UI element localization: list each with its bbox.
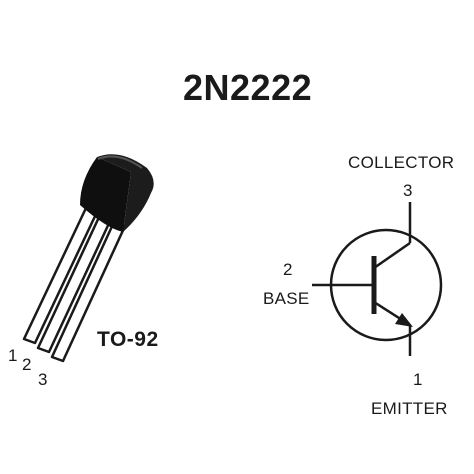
part-number-title: 2N2222 — [183, 67, 313, 108]
body-flat-face — [80, 157, 131, 232]
emitter-label: EMITTER — [371, 399, 448, 418]
emitter-arrow-icon — [395, 313, 413, 327]
body-rounded-back — [97, 154, 154, 232]
base-pin-number: 2 — [283, 260, 293, 279]
package-pin-label-3: 3 — [38, 370, 48, 389]
package-name: TO-92 — [97, 328, 159, 351]
collector-pin-number: 3 — [403, 181, 413, 200]
package-pin-label-1: 1 — [8, 346, 18, 365]
base-label: BASE — [263, 289, 310, 308]
emitter-pin-number: 1 — [413, 370, 423, 389]
package-leads — [22, 206, 127, 363]
collector-line — [373, 241, 411, 270]
package-body — [80, 154, 154, 232]
collector-label: COLLECTOR — [348, 153, 455, 172]
body-top-highlight — [97, 155, 143, 169]
package-pin-label-2: 2 — [22, 355, 32, 374]
